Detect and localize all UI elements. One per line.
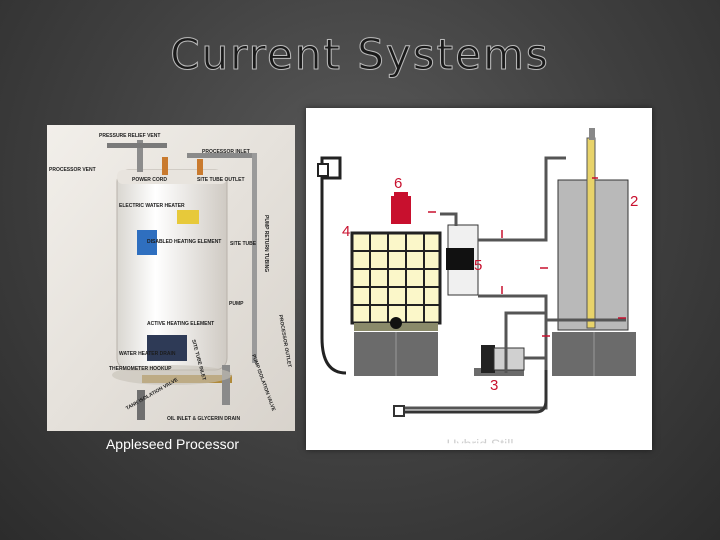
diagram-number-4: 4 bbox=[342, 223, 350, 240]
label-water-heater-drain: WATER HEATER DRAIN bbox=[119, 351, 176, 357]
hybrid-still-diagram: 6 2 4 5 3 bbox=[306, 108, 652, 450]
label-electric-water-heater: ELECTRIC WATER HEATER bbox=[119, 203, 185, 209]
label-processor-vent: PROCESSOR VENT bbox=[49, 167, 96, 173]
diagram-number-3: 3 bbox=[490, 377, 498, 394]
label-oil-inlet: OIL INLET & GLYCERIN DRAIN bbox=[167, 416, 240, 422]
label-site-tube: SITE TUBE bbox=[230, 241, 257, 247]
slide-title: Current Systems bbox=[170, 30, 550, 80]
appleseed-caption: Appleseed Processor bbox=[105, 436, 240, 452]
diagram-number-6: 6 bbox=[394, 175, 402, 192]
label-pressure-vent: PRESSURE RELIEF VENT bbox=[99, 133, 160, 139]
label-power-cord: POWER CORD bbox=[132, 177, 167, 183]
label-disabled-element: DISABLED HEATING ELEMENT bbox=[147, 239, 221, 245]
label-pump: PUMP bbox=[229, 301, 244, 307]
appleseed-processor-photo: PRESSURE RELIEF VENT PROCESSOR INLET PRO… bbox=[47, 125, 295, 431]
diagram-number-2: 2 bbox=[630, 193, 638, 210]
label-active-element: ACTIVE HEATING ELEMENT bbox=[147, 321, 214, 327]
diagram-number-5: 5 bbox=[474, 257, 482, 274]
label-thermometer-hookup: THERMOMETER HOOKUP bbox=[109, 366, 172, 372]
hybrid-still-caption: Hybrid Still bbox=[410, 436, 550, 443]
label-processor-inlet: PROCESSOR INLET bbox=[202, 149, 250, 155]
label-site-tube-outlet: SITE TUBE OUTLET bbox=[197, 177, 245, 183]
label-pump-return: PUMP RETURN TUBING bbox=[263, 215, 269, 272]
